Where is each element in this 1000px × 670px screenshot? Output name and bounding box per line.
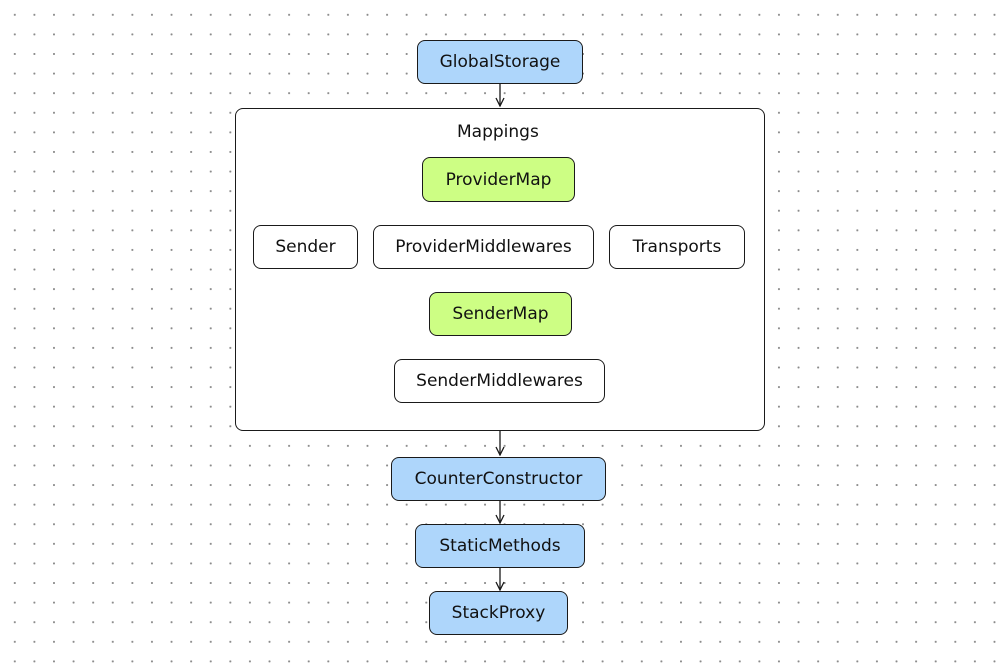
globalstorage-node[interactable]: GlobalStorage <box>417 40 583 84</box>
sender-label: Sender <box>275 237 336 257</box>
providermap-node[interactable]: ProviderMap <box>422 157 575 202</box>
staticmethods-label: StaticMethods <box>439 536 561 556</box>
stackproxy-label: StackProxy <box>451 603 546 623</box>
sendermap-label: SenderMap <box>452 304 549 324</box>
transports-label: Transports <box>632 237 722 257</box>
providermiddlewares-node[interactable]: ProviderMiddlewares <box>373 225 594 269</box>
mappings-group-title: Mappings <box>457 122 539 142</box>
providermiddlewares-label: ProviderMiddlewares <box>395 237 572 257</box>
sendermiddlewares-label: SenderMiddlewares <box>416 371 583 391</box>
globalstorage-label: GlobalStorage <box>439 52 561 72</box>
sender-node[interactable]: Sender <box>253 225 358 269</box>
counterconstructor-node[interactable]: CounterConstructor <box>391 457 606 501</box>
stackproxy-node[interactable]: StackProxy <box>429 591 568 635</box>
providermap-label: ProviderMap <box>445 169 552 190</box>
sendermiddlewares-node[interactable]: SenderMiddlewares <box>394 359 605 403</box>
staticmethods-node[interactable]: StaticMethods <box>415 524 585 568</box>
sendermap-node[interactable]: SenderMap <box>429 292 572 336</box>
counterconstructor-label: CounterConstructor <box>414 469 583 489</box>
transports-node[interactable]: Transports <box>609 225 745 269</box>
